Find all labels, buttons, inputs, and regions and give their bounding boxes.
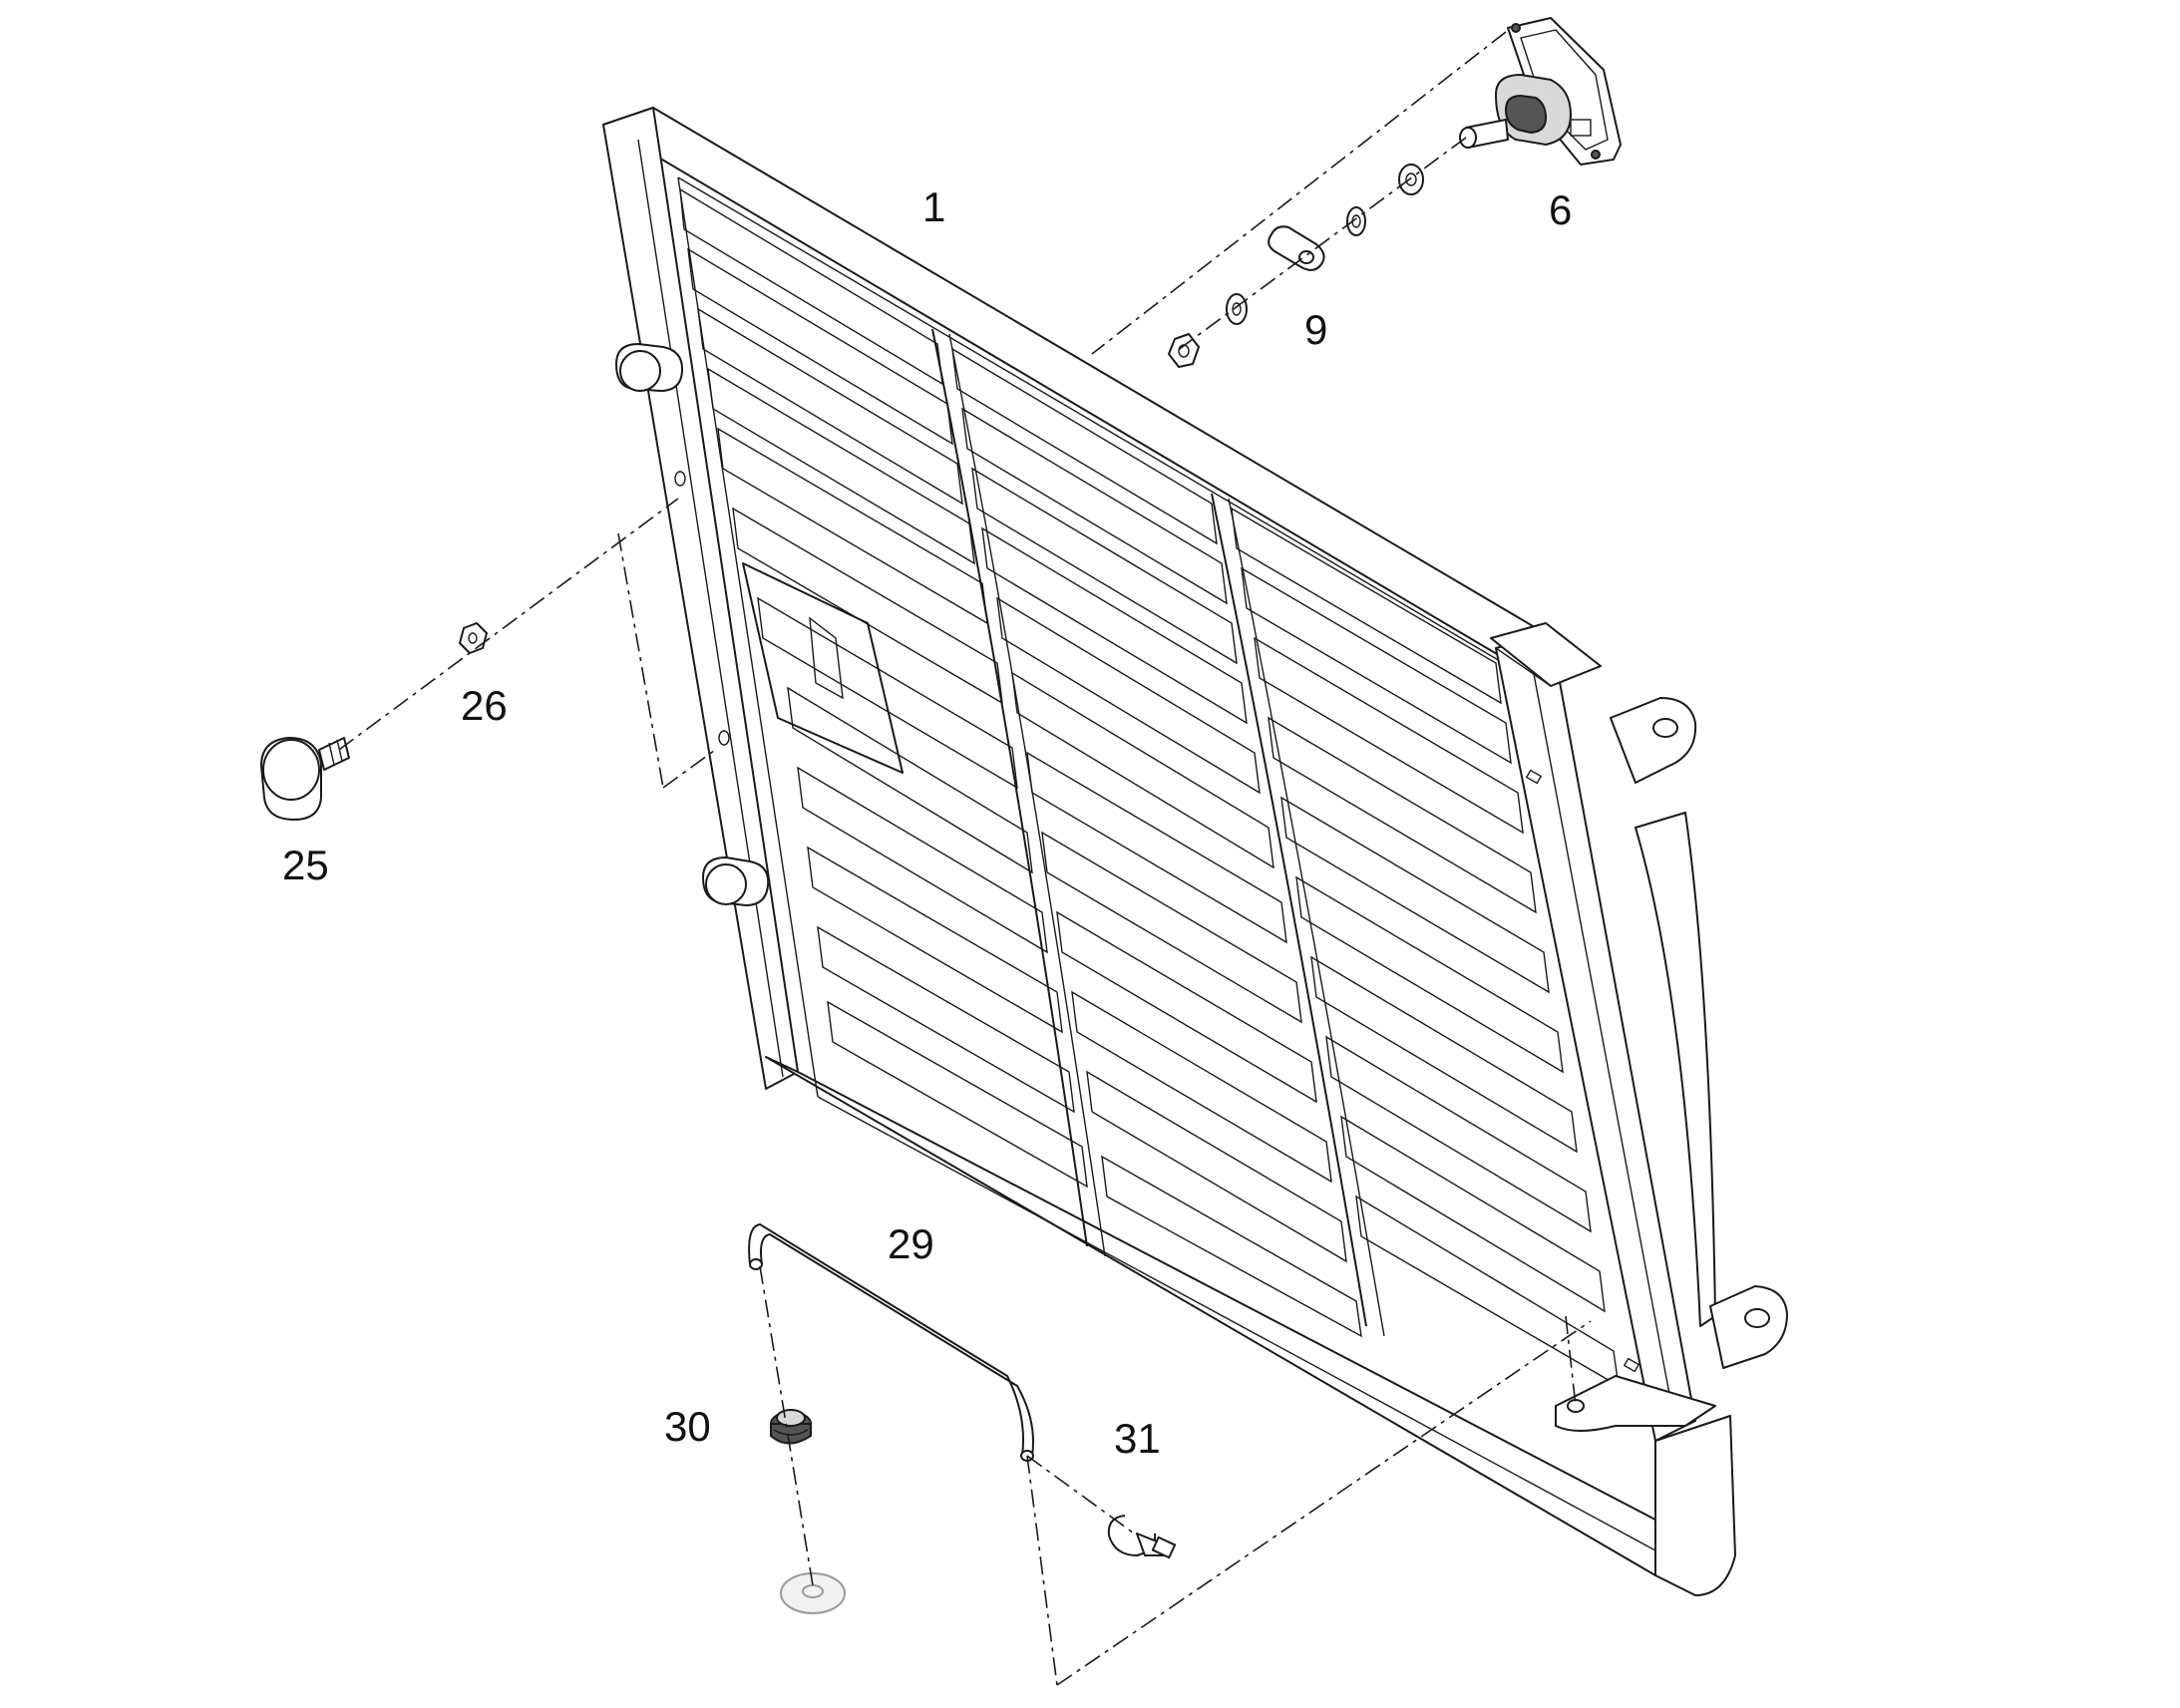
bumper-upper	[615, 343, 684, 392]
callout-31: 31	[1114, 1415, 1161, 1462]
flat-washer	[780, 1572, 846, 1614]
radar-unit	[1459, 17, 1622, 166]
prop-rod	[748, 1223, 1034, 1462]
hex-nut	[459, 622, 488, 654]
latch-plate	[1555, 1375, 1716, 1432]
leader-lines	[338, 31, 1592, 1686]
hinge-tab-lower	[1709, 1285, 1788, 1369]
callout-1: 1	[922, 183, 945, 230]
callouts: 1 6 9 25 26 29 30 31	[282, 183, 1572, 1462]
callout-6: 6	[1549, 186, 1572, 233]
bumper-lower	[702, 856, 770, 906]
spring-grommet	[770, 1409, 812, 1445]
hinge-tab-upper	[1610, 697, 1697, 784]
callout-29: 29	[888, 1220, 934, 1267]
knob	[260, 737, 350, 821]
mounting-hardware	[1168, 164, 1424, 368]
callout-25: 25	[282, 842, 329, 888]
callout-30: 30	[664, 1403, 711, 1450]
callout-26: 26	[461, 682, 508, 729]
callout-9: 9	[1304, 306, 1327, 353]
grille-frame	[602, 107, 1788, 1596]
lynch-pin	[1107, 1515, 1177, 1559]
